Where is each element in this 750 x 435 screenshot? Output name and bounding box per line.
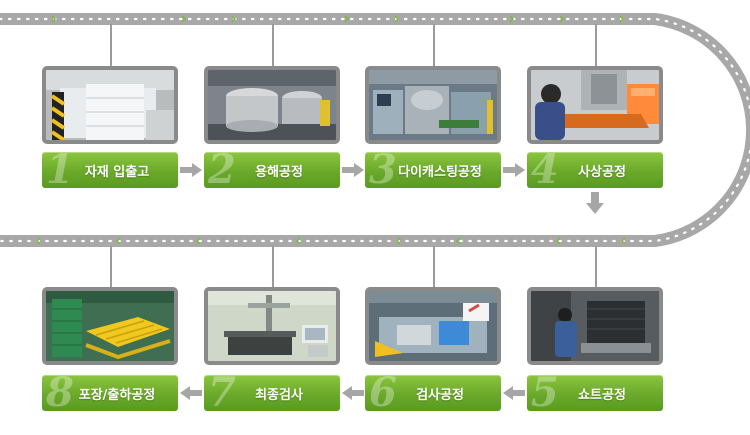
shot-blast-photo <box>527 287 663 365</box>
hanger-rod <box>433 24 435 68</box>
step-2-melting: 2 용해공정 <box>204 152 340 188</box>
step-label: 검사공정 <box>416 387 464 403</box>
melting-furnace-photo <box>204 66 340 144</box>
step-label: 쇼트공정 <box>578 387 626 403</box>
arrow-left-icon <box>180 386 202 400</box>
arrow-left-icon <box>503 386 525 400</box>
step-number: 1 <box>46 152 74 188</box>
step-number: 7 <box>208 375 236 411</box>
step-4-finishing: 4 사상공정 <box>527 152 663 188</box>
step-5-shot-blasting: 5 쇼트공정 <box>527 375 663 411</box>
step-3-die-casting: 3 다이캐스팅공정 <box>365 152 501 188</box>
step-label: 다이캐스팅공정 <box>398 164 482 180</box>
hanger-rod <box>110 24 112 68</box>
conveyor-chevrons-bottom <box>35 237 626 245</box>
step-label: 용해공정 <box>255 164 303 180</box>
step-number: 6 <box>369 375 397 411</box>
step-number: 3 <box>369 152 397 188</box>
step-number: 2 <box>208 152 236 188</box>
step-number: 4 <box>531 152 559 188</box>
step-number: 5 <box>531 375 559 411</box>
conveyor-chevrons-top <box>51 15 625 23</box>
inspection-station-photo <box>365 287 501 365</box>
arrow-down-icon <box>586 192 604 214</box>
step-number: 8 <box>46 375 74 411</box>
arrow-right-icon <box>503 163 525 177</box>
hanger-rod <box>272 24 274 68</box>
packaging-shipping-photo <box>42 287 178 365</box>
hanger-rod <box>110 246 112 288</box>
arrow-left-icon <box>342 386 364 400</box>
die-casting-machine-photo <box>365 66 501 144</box>
step-label: 최종검사 <box>255 387 303 403</box>
step-label: 자재 입출고 <box>84 164 150 180</box>
hanger-rod <box>595 246 597 288</box>
arrow-right-icon <box>180 163 202 177</box>
step-label: 사상공정 <box>578 164 626 180</box>
hanger-rod <box>433 246 435 288</box>
arrow-right-icon <box>342 163 364 177</box>
step-1-material-inout: 1 자재 입출고 <box>42 152 178 188</box>
material-storage-photo <box>42 66 178 144</box>
step-8-packaging-shipping: 8 포장/출하공정 <box>42 375 178 411</box>
hanger-rod <box>272 246 274 288</box>
hanger-rod <box>595 24 597 68</box>
finishing-worker-photo <box>527 66 663 144</box>
step-7-final-inspection: 7 최종검사 <box>204 375 340 411</box>
final-inspection-photo <box>204 287 340 365</box>
step-label: 포장/출하공정 <box>78 387 156 403</box>
step-6-inspection: 6 검사공정 <box>365 375 501 411</box>
